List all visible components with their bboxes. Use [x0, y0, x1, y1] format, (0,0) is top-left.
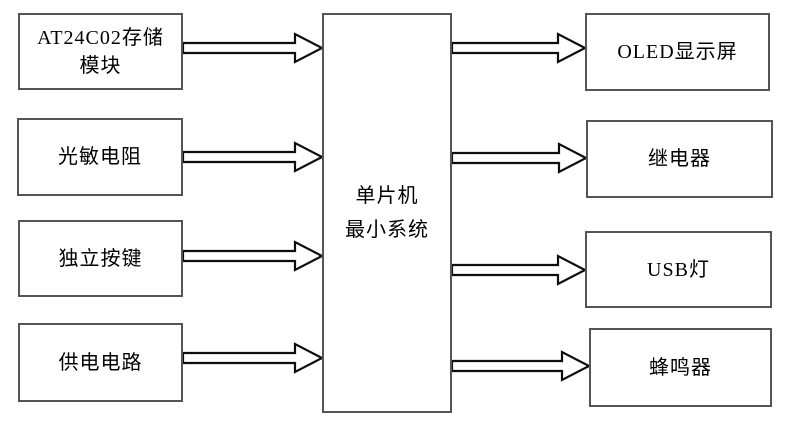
arrow-mcu-to-relay-icon	[450, 142, 589, 174]
arrow-power-to-mcu-icon	[181, 342, 325, 374]
block-power-supply: 供电电路	[18, 323, 183, 402]
block-label: OLED显示屏	[617, 41, 738, 63]
arrow-keys-to-mcu-icon	[181, 240, 325, 272]
block-photoresistor: 光敏电阻	[17, 118, 183, 196]
arrow-at24c02-to-mcu-icon	[181, 32, 325, 64]
block-mcu-minimal-system: 单片机 最小系统	[322, 13, 452, 413]
block-independent-keys: 独立按键	[18, 220, 183, 297]
block-oled-display: OLED显示屏	[585, 13, 770, 91]
block-at24c02-storage: AT24C02存储模块	[18, 13, 183, 90]
arrow-mcu-to-usb-light-icon	[450, 254, 588, 286]
arrow-mcu-to-oled-icon	[450, 32, 588, 64]
block-buzzer: 蜂鸣器	[589, 328, 772, 407]
block-label: USB灯	[647, 258, 710, 281]
block-label: 独立按键	[58, 247, 143, 270]
block-label: 蜂鸣器	[649, 356, 712, 379]
block-label: 单片机 最小系统	[345, 185, 429, 241]
block-relay: 继电器	[586, 120, 773, 198]
arrow-photoresistor-to-mcu-icon	[181, 141, 325, 173]
block-label: 供电电路	[58, 351, 143, 374]
block-label: 光敏电阻	[58, 146, 142, 168]
arrow-mcu-to-buzzer-icon	[450, 350, 592, 382]
block-label: AT24C02存储模块	[37, 26, 164, 77]
block-usb-light: USB灯	[585, 231, 772, 308]
block-label: 继电器	[648, 148, 711, 170]
